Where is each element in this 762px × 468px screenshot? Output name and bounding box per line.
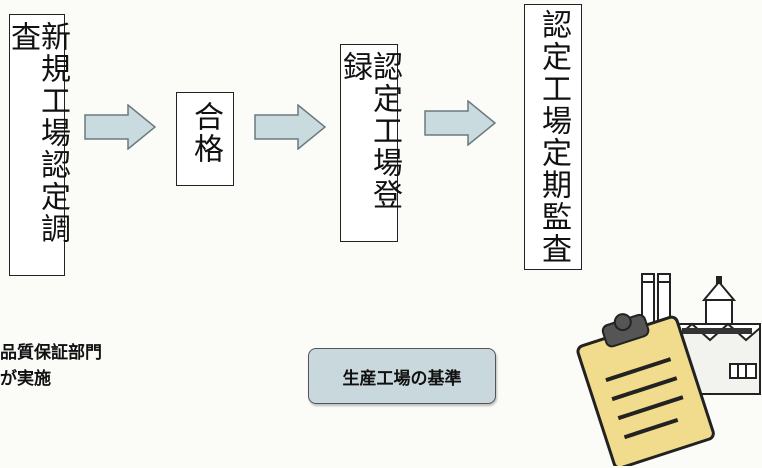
step-label: 認定工場定期監査 (536, 9, 571, 265)
step-label: 合格 (188, 101, 223, 165)
step-periodic-audit: 認定工場定期監査 (524, 4, 582, 270)
flow-arrow-3 (424, 100, 496, 146)
step-pass: 合格 (176, 92, 234, 186)
production-factory-standard-label: 生産工場の基準 (308, 348, 496, 404)
step-label: 認定工場登録 (337, 51, 402, 211)
step-certified-factory-registration: 認定工場登録 (337, 44, 402, 242)
flow-arrow-2 (254, 104, 326, 150)
responsible-dept-note: 品質保証部門 が実施 (0, 343, 102, 389)
factory-clipboard-icon (576, 273, 761, 466)
step-new-factory-survey: 新規工場認定調査 (5, 14, 70, 276)
flow-arrow-1 (84, 104, 156, 150)
step-label: 新規工場認定調査 (5, 21, 70, 245)
standard-label-text: 生産工場の基準 (342, 368, 462, 389)
